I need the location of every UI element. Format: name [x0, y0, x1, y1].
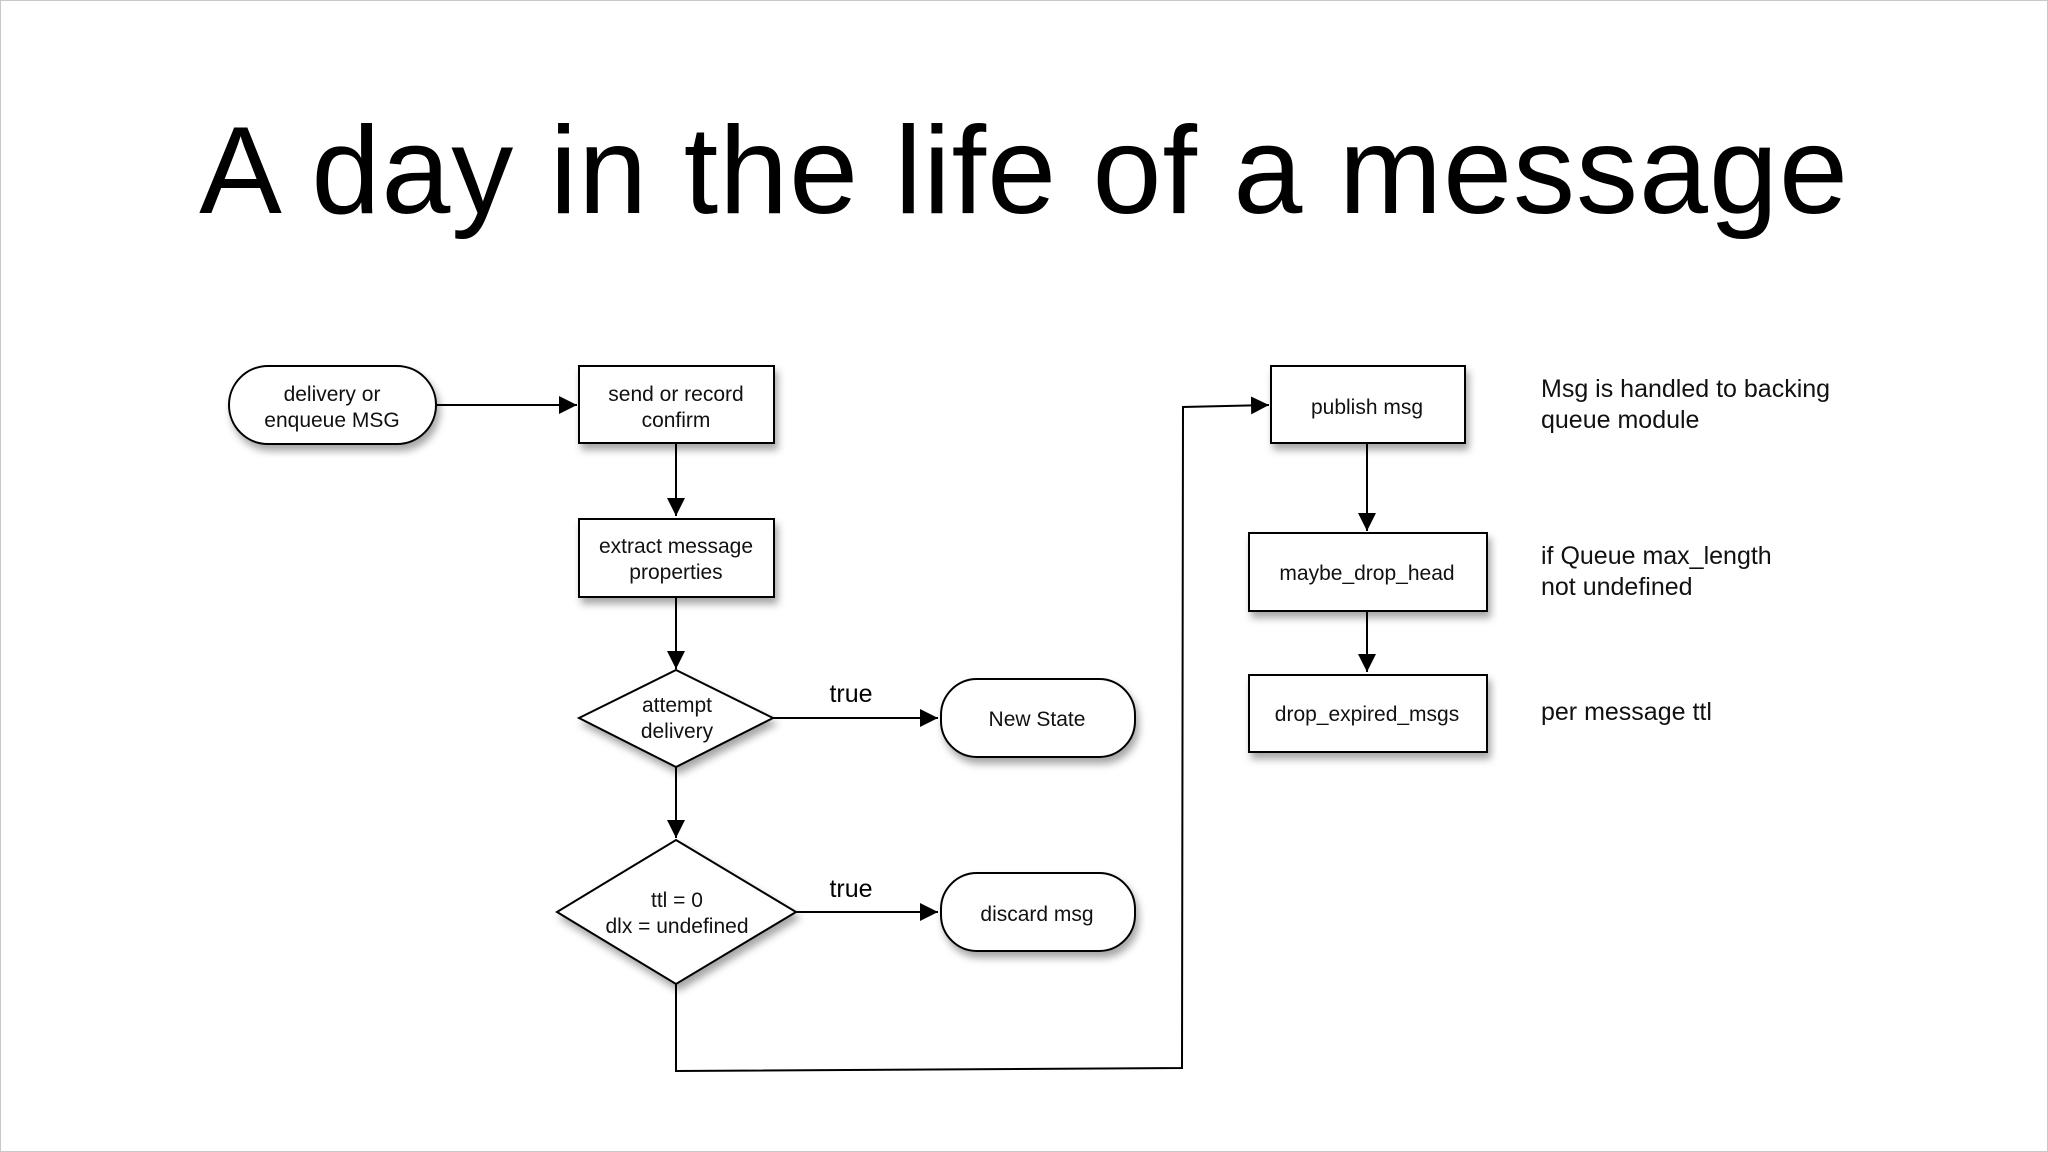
node-extract-shape — [578, 518, 775, 598]
node-extract-line2: properties — [629, 561, 722, 584]
note-publish: Msg is handled to backing queue module — [1541, 374, 1830, 436]
note-drop-head: if Queue max_length not undefined — [1541, 541, 1772, 603]
slide-title: A day in the life of a message — [199, 102, 1849, 240]
node-send-confirm-line2: confirm — [642, 409, 711, 432]
node-delivery-line2: enqueue MSG — [264, 409, 399, 432]
node-discard-label: discard msg — [980, 903, 1093, 926]
node-new-state-shape — [940, 678, 1136, 758]
note-publish-line1: Msg is handled to backing — [1541, 375, 1831, 403]
node-attempt-shape — [576, 668, 776, 769]
note-drop-expired-line1: per message ttl — [1541, 698, 1712, 726]
node-publish-label: publish msg — [1311, 396, 1423, 419]
node-drop-expired-label: drop_expired_msgs — [1275, 703, 1459, 726]
node-attempt-line2: delivery — [641, 720, 714, 743]
node-drop-expired-shape — [1248, 674, 1488, 753]
node-drop-head-label: maybe_drop_head — [1279, 562, 1454, 585]
note-drop-head-line1: if Queue max_length — [1541, 542, 1772, 570]
note-drop-expired: per message ttl — [1541, 697, 1712, 728]
node-delivery-line1: delivery or — [284, 383, 381, 406]
node-delivery-shape — [228, 365, 437, 445]
edge-label-ttl-true: true — [829, 875, 872, 903]
edge-ttl-to-publish — [675, 396, 1270, 1073]
node-send-confirm-shape — [578, 365, 775, 444]
node-send-confirm-line1: send or record — [608, 383, 743, 406]
node-publish-shape — [1270, 365, 1466, 444]
note-publish-line2: queue module — [1541, 406, 1700, 434]
edge-label-attempt-true: true — [829, 680, 872, 708]
node-extract-line1: extract message — [599, 535, 753, 558]
node-attempt-line1: attempt — [642, 694, 712, 717]
node-discard-shape — [940, 872, 1136, 952]
node-ttl-line2: dlx = undefined — [605, 915, 748, 938]
note-drop-head-line2: not undefined — [1541, 573, 1693, 601]
node-ttl-shape — [555, 838, 798, 986]
node-ttl-line1: ttl = 0 — [651, 889, 703, 912]
node-new-state-label: New State — [989, 708, 1086, 731]
node-drop-head-shape — [1248, 532, 1488, 612]
